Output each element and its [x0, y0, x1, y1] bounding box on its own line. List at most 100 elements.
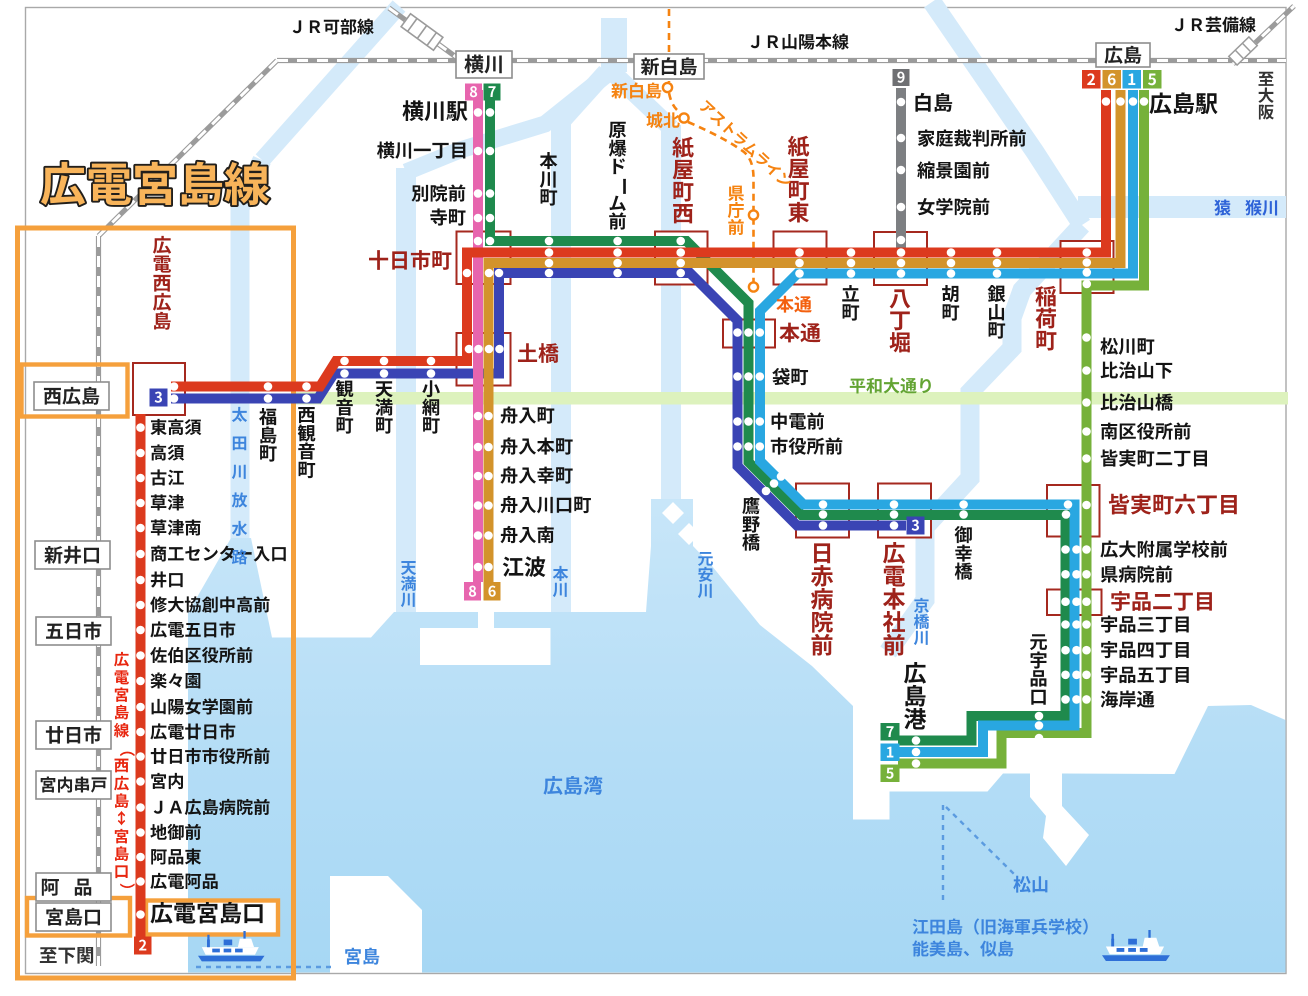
svg-text:阿品東: 阿品東	[150, 843, 202, 868]
svg-text:紙: 紙	[787, 130, 809, 162]
svg-text:荷: 荷	[1035, 302, 1057, 334]
svg-text:横川駅: 横川駅	[402, 94, 468, 126]
svg-text:川: 川	[913, 625, 929, 649]
svg-text:京: 京	[913, 593, 929, 617]
svg-text:幸: 幸	[954, 540, 972, 566]
svg-text:本: 本	[883, 581, 906, 615]
svg-text:観: 観	[297, 420, 315, 446]
svg-text:観: 観	[335, 376, 353, 402]
svg-text:宮: 宮	[114, 684, 130, 706]
svg-text:2: 2	[138, 935, 147, 956]
svg-text:広: 広	[904, 655, 927, 689]
svg-text:堀: 堀	[889, 326, 911, 358]
svg-text:鷹: 鷹	[742, 493, 760, 519]
svg-text:天: 天	[375, 376, 393, 402]
svg-text:比治山橋: 比治山橋	[1100, 389, 1174, 415]
svg-text:元: 元	[1029, 629, 1047, 655]
svg-text:本: 本	[539, 148, 558, 174]
svg-text:別院前: 別院前	[411, 180, 466, 206]
svg-text:寺町: 寺町	[429, 204, 466, 230]
svg-text:8: 8	[468, 580, 477, 601]
svg-text:紙: 紙	[672, 131, 694, 163]
svg-text:町: 町	[941, 299, 959, 325]
svg-text:1: 1	[886, 741, 895, 762]
svg-text:ＪＲ可部線: ＪＲ可部線	[289, 13, 374, 38]
svg-text:広電阿品: 広電阿品	[150, 868, 219, 893]
svg-text:町: 町	[841, 299, 859, 325]
svg-text:島: 島	[152, 307, 171, 334]
svg-text:野: 野	[742, 511, 760, 537]
svg-text:宇: 宇	[1029, 647, 1047, 673]
svg-text:県病院前: 県病院前	[1100, 561, 1173, 587]
svg-text:橋: 橋	[954, 558, 973, 584]
svg-text:広: 広	[114, 772, 130, 794]
svg-text:町: 町	[422, 412, 440, 438]
svg-text:5: 5	[1148, 68, 1157, 90]
svg-text:西: 西	[672, 197, 694, 229]
svg-text:宇品四丁目: 宇品四丁目	[1100, 637, 1191, 663]
svg-text:山: 山	[987, 299, 1005, 325]
svg-text:）: ）	[117, 883, 139, 899]
svg-text:皆実町六丁目: 皆実町六丁目	[1108, 488, 1240, 520]
svg-text:橋: 橋	[913, 609, 929, 633]
svg-text:ＪＲ山陽本線: ＪＲ山陽本線	[747, 28, 849, 53]
svg-text:御: 御	[954, 522, 972, 548]
svg-text:福: 福	[259, 404, 277, 430]
svg-text:楽々園: 楽々園	[150, 667, 202, 692]
svg-text:港: 港	[904, 701, 927, 735]
svg-text:小: 小	[422, 376, 441, 402]
svg-text:縮景園前: 縮景園前	[917, 157, 990, 183]
svg-text:宇品三丁目: 宇品三丁目	[1100, 611, 1191, 637]
svg-text:立: 立	[841, 281, 859, 307]
svg-text:宮内串戸: 宮内串戸	[40, 771, 108, 796]
svg-text:土橋: 土橋	[517, 338, 559, 368]
svg-text:ー: ー	[612, 177, 638, 195]
svg-text:草津南: 草津南	[150, 514, 202, 539]
svg-text:2: 2	[1087, 68, 1096, 90]
svg-text:広島湾: 広島湾	[543, 770, 603, 799]
svg-text:中電前: 中電前	[770, 408, 825, 434]
svg-text:島: 島	[114, 701, 130, 723]
svg-text:川: 川	[231, 459, 247, 483]
svg-text:口: 口	[1029, 683, 1047, 709]
svg-text:9: 9	[897, 67, 906, 88]
svg-text:元: 元	[697, 546, 713, 570]
svg-text:爆: 爆	[608, 135, 627, 161]
svg-text:新白島: 新白島	[611, 77, 662, 102]
svg-text:前: 前	[811, 627, 834, 661]
svg-text:島: 島	[114, 790, 130, 812]
svg-text:町: 町	[987, 317, 1005, 343]
svg-text:宇品二丁目: 宇品二丁目	[1110, 586, 1215, 616]
svg-text:佐伯区役所前: 佐伯区役所前	[150, 642, 253, 667]
svg-text:東高須: 東高須	[150, 414, 202, 439]
svg-text:城北: 城北	[646, 107, 680, 132]
svg-text:舟入本町: 舟入本町	[500, 433, 573, 459]
svg-text:稲: 稲	[1035, 280, 1057, 312]
svg-text:本通: 本通	[779, 318, 821, 348]
svg-text:町: 町	[1035, 324, 1057, 356]
svg-text:家庭裁判所前: 家庭裁判所前	[917, 125, 1027, 151]
svg-text:西広島: 西広島	[43, 382, 100, 409]
svg-text:海岸通: 海岸通	[1100, 686, 1155, 712]
svg-text:7: 7	[488, 81, 497, 102]
svg-text:赤: 赤	[811, 558, 834, 592]
svg-text:川: 川	[539, 166, 557, 192]
svg-text:新井口: 新井口	[44, 541, 101, 568]
svg-text:島: 島	[259, 422, 277, 448]
svg-text:電: 電	[883, 558, 906, 592]
svg-text:1: 1	[1127, 68, 1136, 90]
svg-text:庁: 庁	[728, 196, 745, 221]
svg-text:白島: 白島	[913, 87, 953, 116]
svg-text:町: 町	[672, 175, 694, 207]
svg-text:島: 島	[904, 678, 927, 712]
svg-text:松山: 松山	[1013, 871, 1049, 897]
svg-text:丁: 丁	[889, 304, 911, 336]
svg-text:新白島: 新白島	[640, 52, 697, 79]
svg-text:宮島口: 宮島口	[45, 903, 102, 930]
svg-text:6: 6	[488, 580, 497, 601]
svg-text:舟入南: 舟入南	[500, 522, 555, 548]
svg-text:町: 町	[335, 412, 353, 438]
svg-text:古江: 古江	[150, 464, 184, 489]
svg-text:大: 大	[1258, 83, 1275, 107]
svg-text:前: 前	[728, 213, 745, 238]
